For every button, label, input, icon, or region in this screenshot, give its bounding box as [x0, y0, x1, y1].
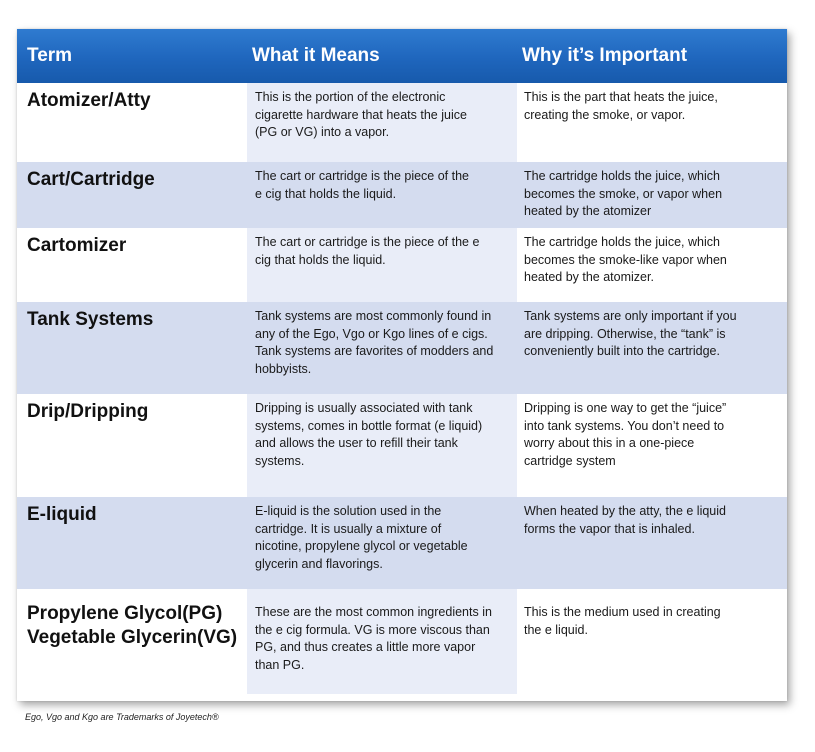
table-row: Cartomizer The cart or cartridge is the …	[17, 228, 787, 302]
term-cell: E-liquid	[27, 504, 97, 525]
importance-cell: The cartridge holds the juice, which bec…	[524, 169, 723, 218]
meaning-cell: The cart or cartridge is the piece of th…	[255, 169, 469, 201]
importance-cell: This is the medium used in creating the …	[524, 605, 721, 637]
meaning-cell: Tank systems are most commonly found in …	[255, 309, 494, 376]
meaning-cell: Dripping is usually associated with tank…	[255, 401, 483, 468]
importance-cell: Dripping is one way to get the “juice” i…	[524, 401, 727, 468]
trademark-footnote: Ego, Vgo and Kgo are Trademarks of Joyet…	[25, 712, 219, 722]
meaning-cell: E-liquid is the solution used in the car…	[255, 504, 468, 571]
term-cell: Propylene Glycol(PG) Vegetable Glycerin(…	[27, 603, 238, 648]
term-cell: Drip/Dripping	[27, 401, 149, 422]
table-row: Cart/Cartridge The cart or cartridge is …	[17, 162, 787, 228]
header-why-important: Why it’s Important	[522, 45, 688, 66]
importance-cell: The cartridge holds the juice, which bec…	[524, 235, 727, 284]
term-cell: Tank Systems	[27, 309, 154, 330]
term-cell: Atomizer/Atty	[27, 90, 151, 111]
term-cell: Cart/Cartridge	[27, 169, 155, 190]
meaning-cell: The cart or cartridge is the piece of th…	[255, 235, 480, 267]
importance-cell: When heated by the atty, the e liquid fo…	[524, 504, 726, 536]
header-what-it-means: What it Means	[252, 45, 380, 66]
table-row: Tank Systems Tank systems are most commo…	[17, 302, 787, 394]
meaning-cell: These are the most common ingredients in…	[255, 605, 492, 672]
importance-cell: Tank systems are only important if you a…	[524, 309, 737, 358]
header-term: Term	[27, 45, 73, 66]
table-row: Propylene Glycol(PG) Vegetable Glycerin(…	[17, 589, 787, 701]
table-row: E-liquid E-liquid is the solution used i…	[17, 497, 787, 589]
meaning-cell: This is the portion of the electronic ci…	[255, 90, 467, 139]
importance-cell: This is the part that heats the juice, c…	[524, 90, 718, 122]
table-header: Term What it Means Why it’s Important	[17, 29, 787, 83]
table-row: Atomizer/Atty This is the portion of the…	[17, 83, 787, 162]
term-cell: Cartomizer	[27, 235, 127, 256]
glossary-table: Term What it Means Why it’s Important At…	[17, 29, 787, 701]
table-row: Drip/Dripping Dripping is usually associ…	[17, 394, 787, 497]
